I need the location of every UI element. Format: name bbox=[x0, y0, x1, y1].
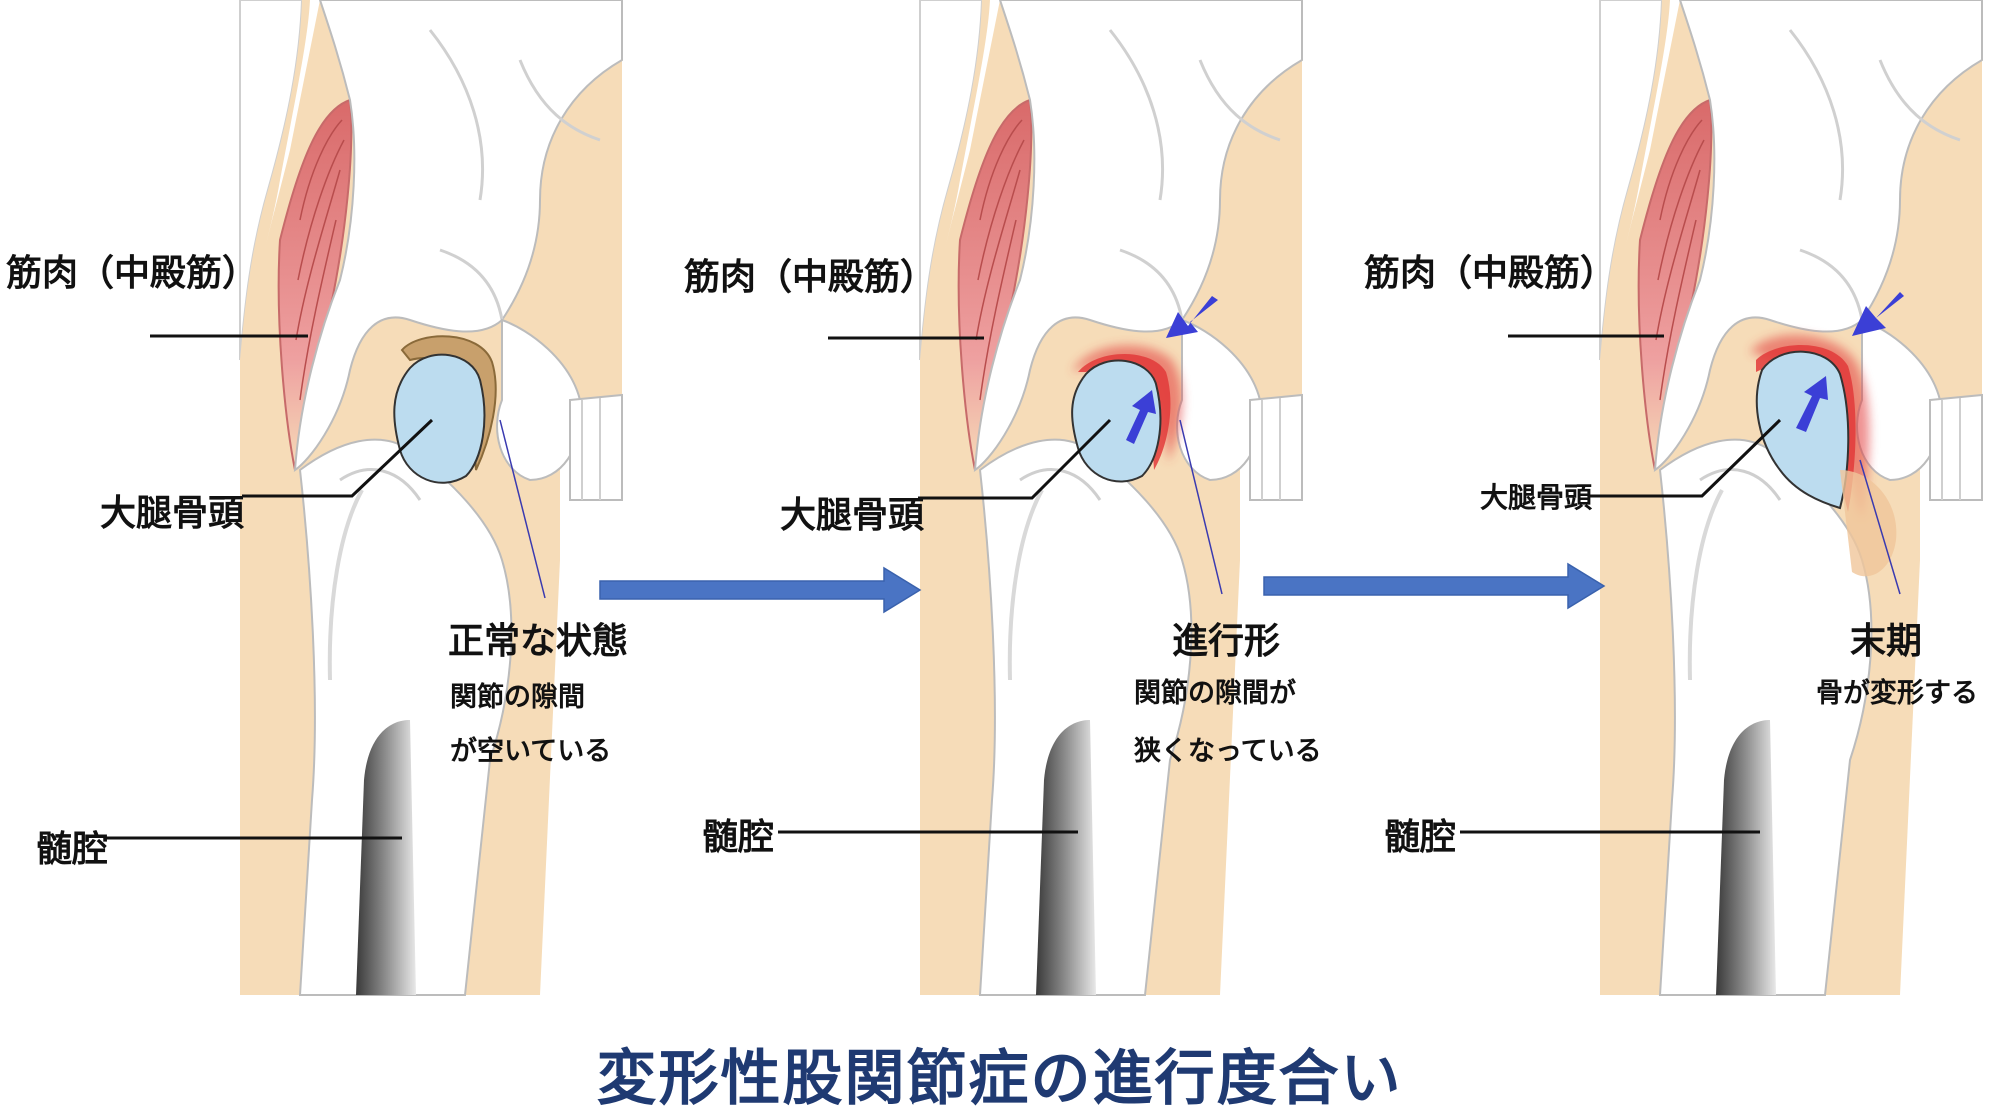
femoral-head bbox=[1071, 359, 1162, 483]
stage-desc-progressive-line2: 狭くなっている bbox=[1134, 736, 1322, 767]
stage-desc-normal-line2: が空いている bbox=[450, 736, 612, 767]
stage-desc-normal-line1: 関節の隙間 bbox=[450, 682, 585, 713]
stage-pointer-line-progressive bbox=[1179, 419, 1223, 595]
femoral-head-label-normal: 大腿骨頭 bbox=[100, 493, 245, 534]
stage-desc-progressive-line1: 関節の隙間が bbox=[1134, 678, 1296, 709]
hip-panel-progressive bbox=[918, 0, 1304, 997]
pressure-arrow-up-icon bbox=[1126, 390, 1156, 444]
femoral-head-label-progressive: 大腿骨頭 bbox=[780, 495, 925, 536]
canal-label-normal: 髄腔 bbox=[36, 829, 109, 870]
pressure-arrow-down-icon bbox=[1852, 292, 1904, 336]
femoral-head-label-late: 大腿骨頭 bbox=[1480, 481, 1593, 514]
muscle-label-normal: 筋肉（中殿筋） bbox=[6, 253, 259, 294]
stage-desc-late-line1: 骨が変形する bbox=[1816, 678, 1978, 709]
right-arrow-icon bbox=[1263, 562, 1606, 610]
stage-pointer-line-late bbox=[1859, 459, 1901, 595]
canal-label-late: 髄腔 bbox=[1384, 817, 1457, 858]
stage-pointer-line-normal bbox=[499, 419, 546, 599]
stage-title-normal: 正常な状態 bbox=[448, 621, 629, 662]
canal-label-progressive: 髄腔 bbox=[702, 817, 775, 858]
femoral-head bbox=[393, 353, 486, 484]
hip-panel-normal bbox=[238, 0, 624, 997]
pressure-arrow-up-icon bbox=[1796, 376, 1828, 432]
head-leader-line-progressive bbox=[918, 418, 1112, 500]
head-leader-line-normal bbox=[242, 418, 434, 498]
diagram-title: 変形性股関節症の進行度合い bbox=[596, 1044, 1403, 1114]
muscle-label-progressive: 筋肉（中殿筋） bbox=[684, 257, 937, 298]
muscle-label-late: 筋肉（中殿筋） bbox=[1364, 253, 1617, 294]
head-leader-line-late bbox=[1590, 418, 1782, 498]
bone-deformation bbox=[1840, 470, 1897, 577]
hip-panel-late bbox=[1598, 0, 1984, 997]
stage-title-progressive: 進行形 bbox=[1172, 621, 1281, 662]
pressure-arrow-down-icon bbox=[1166, 296, 1218, 338]
stage-title-late: 末期 bbox=[1850, 621, 1923, 662]
right-arrow-icon bbox=[599, 566, 922, 614]
